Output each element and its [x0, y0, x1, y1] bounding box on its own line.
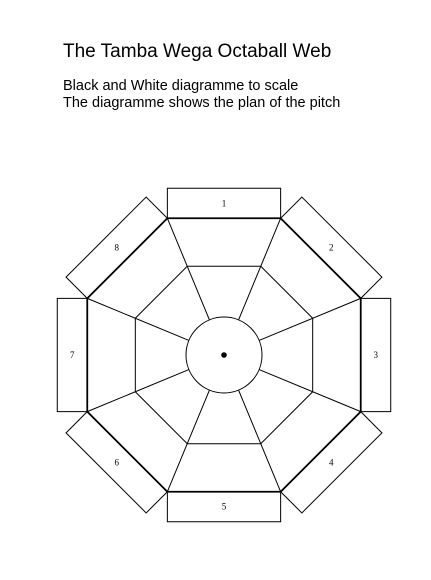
spoke-line [238, 389, 282, 492]
zone-box [65, 410, 169, 514]
zone-number-label: 4 [329, 457, 334, 467]
spoke-line [87, 369, 190, 413]
zone-box [166, 187, 282, 219]
zone-number-label: 8 [114, 243, 119, 253]
center-spot [221, 352, 227, 358]
zone-number-label: 2 [329, 243, 334, 253]
center-circle [185, 316, 263, 394]
zone-box [360, 297, 392, 413]
zone-boxes: 1 2 3 4 5 6 7 8 [56, 187, 392, 523]
spoke-line [238, 218, 282, 321]
spoke-line [258, 297, 361, 341]
spoke-line [166, 389, 210, 492]
page-title: The Tamba Wega Octaball Web [63, 41, 332, 62]
spoke-line [87, 297, 190, 341]
spoke-line [166, 218, 210, 321]
zone-number-label: 7 [70, 350, 75, 360]
zone-box [65, 196, 169, 300]
zone-number-label: 1 [222, 198, 227, 208]
diagram-description-line-2: The diagramme shows the plan of the pitc… [63, 95, 341, 111]
zone-box [166, 491, 282, 523]
zone-number-label: 3 [373, 350, 378, 360]
zone-box [56, 297, 88, 413]
diagram-description-line-1: Black and White diagramme to scale [63, 78, 299, 94]
radial-spokes [87, 218, 361, 492]
zone-number-label: 5 [222, 502, 227, 512]
zone-box [279, 196, 383, 300]
zone-box [279, 410, 383, 514]
spoke-line [258, 369, 361, 413]
zone-number-label: 6 [114, 457, 119, 467]
